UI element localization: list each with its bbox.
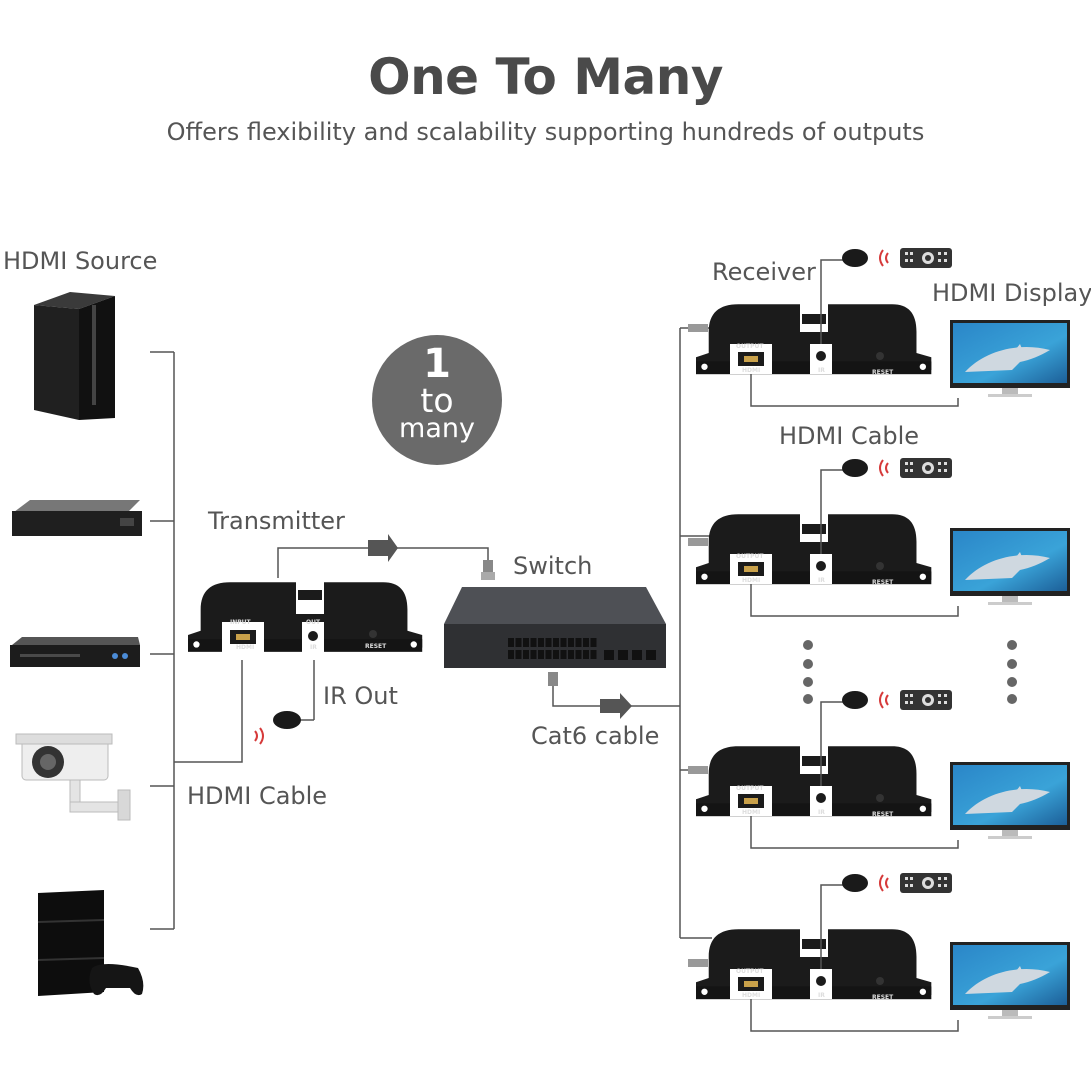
hdmi-source-label: HDMI Source xyxy=(3,247,158,275)
svg-text:OUTPUT: OUTPUT xyxy=(736,968,764,975)
receiver-unit: OUTPUT HDMI IR RESET xyxy=(688,458,1070,617)
receiver-unit: OUTPUT HDMI IR RESET xyxy=(688,248,1070,407)
svg-text:HDMI: HDMI xyxy=(742,367,760,374)
more-receivers-dots xyxy=(803,640,1017,704)
hdmi-cable-right-label: HDMI Cable xyxy=(779,422,920,450)
svg-text:HDMI: HDMI xyxy=(742,992,760,999)
game-console-icon xyxy=(37,890,144,996)
arrow-tx-to-switch xyxy=(368,534,398,562)
set-top-box-icon xyxy=(12,500,142,536)
dvd-player-icon xyxy=(10,637,140,667)
transmitter-label: Transmitter xyxy=(208,507,345,535)
receiver-label: Receiver xyxy=(712,258,816,286)
svg-text:RESET: RESET xyxy=(872,994,894,1001)
ir-emitter-icon xyxy=(842,249,889,267)
svg-text:OUTPUT: OUTPUT xyxy=(736,343,764,350)
badge-number: 1 xyxy=(423,341,451,387)
svg-text:RESET: RESET xyxy=(872,369,894,376)
hdmi-display-icon xyxy=(950,528,1070,605)
tx-ir-label: IR xyxy=(310,644,317,651)
svg-text:RESET: RESET xyxy=(872,811,894,818)
svg-text:OUTPUT: OUTPUT xyxy=(736,785,764,792)
svg-text:HDMI: HDMI xyxy=(742,577,760,584)
svg-text:IR: IR xyxy=(818,992,825,999)
remote-control-icon xyxy=(900,873,952,893)
rj45-plug-icon xyxy=(481,560,495,580)
ir-emitter-icon xyxy=(842,459,889,477)
tx-out-label: OUT xyxy=(306,619,321,626)
source-bracket xyxy=(150,351,315,930)
receiver-unit: OUTPUT HDMI IR RESET xyxy=(688,690,1070,849)
badge-word-many: many xyxy=(399,413,475,444)
hdmi-cable-left-label: HDMI Cable xyxy=(187,782,328,810)
svg-text:HDMI: HDMI xyxy=(742,809,760,816)
ir-out-label: IR Out xyxy=(323,682,398,710)
network-switch-icon xyxy=(444,587,666,668)
ir-emitter-icon xyxy=(254,711,301,745)
arrow-switch-to-receivers xyxy=(600,693,632,719)
tx-input-label: INPUT xyxy=(230,619,252,626)
transmitter-device: INPUT HDMI OUT IR RESET xyxy=(188,578,423,652)
ir-emitter-icon xyxy=(842,874,889,892)
hdmi-display-icon xyxy=(950,320,1070,397)
hdmi-display-icon xyxy=(950,762,1070,839)
svg-text:OUTPUT: OUTPUT xyxy=(736,553,764,560)
badge-word-to: to xyxy=(420,381,454,420)
svg-text:IR: IR xyxy=(818,809,825,816)
svg-text:IR: IR xyxy=(818,367,825,374)
ir-emitter-icon xyxy=(842,691,889,709)
one-to-many-badge: 1 to many xyxy=(372,335,502,465)
receiver-unit: OUTPUT HDMI IR RESET xyxy=(688,873,1070,1032)
cat6-cable-label: Cat6 cable xyxy=(531,722,660,750)
tx-reset-label: RESET xyxy=(365,643,387,650)
page-title: One To Many xyxy=(368,48,723,106)
remote-control-icon xyxy=(900,458,952,478)
hdmi-display-label: HDMI Display xyxy=(932,279,1091,307)
hdmi-display-icon xyxy=(950,942,1070,1019)
tx-hdmi-label: HDMI xyxy=(236,644,254,651)
remote-control-icon xyxy=(900,690,952,710)
pc-tower-icon xyxy=(34,292,115,420)
security-camera-icon xyxy=(15,733,131,821)
page-subtitle: Offers flexibility and scalability suppo… xyxy=(166,118,925,146)
switch-rj45-plug xyxy=(548,672,558,686)
remote-control-icon xyxy=(900,248,952,268)
svg-text:RESET: RESET xyxy=(872,579,894,586)
switch-label: Switch xyxy=(513,552,593,580)
svg-text:IR: IR xyxy=(818,577,825,584)
